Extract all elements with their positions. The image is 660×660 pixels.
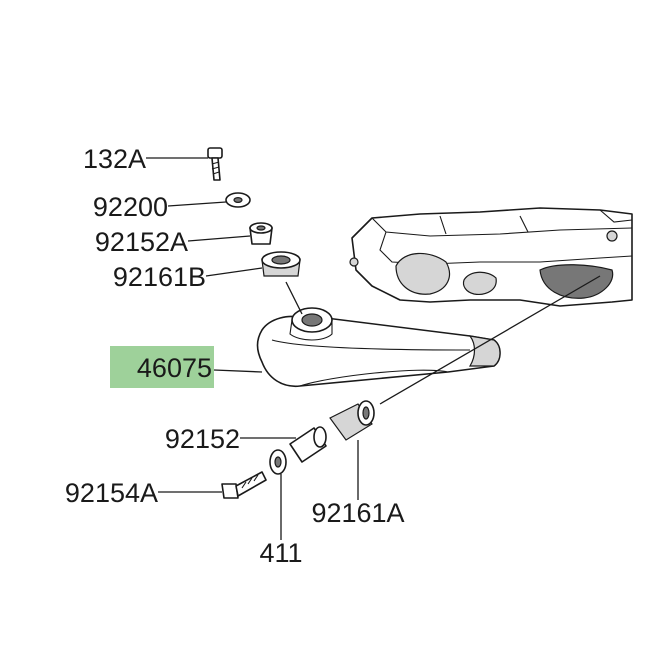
- label-92161b[interactable]: 92161B: [113, 262, 206, 292]
- label-411[interactable]: 411: [259, 538, 302, 568]
- rear-frame-assembly: [349, 207, 633, 307]
- part-46075-drawing: [256, 307, 501, 387]
- guide-line-top: [285, 281, 303, 315]
- label-highlight: [110, 346, 214, 388]
- bolt-92154a: [221, 471, 267, 499]
- label-46075[interactable]: 46075: [137, 353, 212, 383]
- leader-92152a: [187, 235, 251, 242]
- leader-92200: [167, 201, 227, 207]
- bolt-132a: [207, 147, 223, 181]
- washer-92200: [225, 192, 251, 208]
- washer-411: [269, 449, 287, 475]
- bushing-92161a: [329, 400, 375, 441]
- guide-line-axis: [379, 275, 601, 405]
- label-92161a[interactable]: 92161A: [311, 498, 404, 528]
- label-92152a[interactable]: 92152A: [95, 227, 188, 257]
- leader-46075: [213, 369, 263, 373]
- label-132a[interactable]: 132A: [83, 144, 146, 174]
- collar-92152: [289, 426, 327, 463]
- collar-92152a: [249, 222, 273, 245]
- leader-92161b: [205, 267, 263, 277]
- label-92154a[interactable]: 92154A: [65, 478, 158, 508]
- label-92200[interactable]: 92200: [93, 192, 168, 222]
- bushing-92161b: [261, 251, 301, 277]
- label-92152[interactable]: 92152: [165, 424, 240, 454]
